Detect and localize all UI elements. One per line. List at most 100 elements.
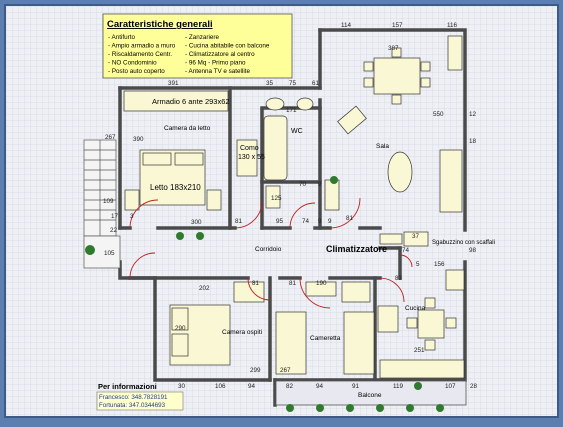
dimension: 70 [299, 181, 307, 188]
single-bed [343, 311, 375, 375]
legend-item: - Posto auto coperto [108, 68, 165, 75]
chair [406, 317, 418, 329]
wardrobe [123, 90, 229, 112]
plant-icon [436, 404, 444, 412]
chair [424, 297, 436, 309]
room-label-sala: Sala [376, 143, 389, 150]
dimension: 61 [312, 80, 320, 87]
plant-icon [85, 245, 95, 255]
dimension: 171 [286, 107, 297, 114]
dimension: 94 [316, 383, 324, 390]
nightstand [206, 189, 222, 211]
dimension: 202 [199, 285, 210, 292]
dimension: 105 [104, 250, 115, 257]
furniture [123, 35, 465, 379]
dimension: 83 [395, 275, 403, 282]
dimension: 81 [346, 215, 354, 222]
dimension: 98 [469, 247, 477, 254]
legend-item: - Riscaldamento Centr. [108, 51, 172, 58]
toilet [296, 97, 314, 111]
plants [85, 176, 444, 412]
chair [420, 77, 431, 88]
dimension: 119 [393, 383, 404, 390]
dimension-labels: 114 157 116 387 35 75 61 391 171 550 12 … [103, 22, 478, 390]
dimension: 109 [103, 198, 114, 205]
paper-border [4, 4, 559, 418]
dimension: 299 [250, 367, 261, 374]
plant-icon [316, 404, 324, 412]
climatizzatore-unit [379, 233, 403, 245]
dimension: 74 [402, 247, 410, 254]
chair [363, 77, 374, 88]
plant-icon [414, 382, 422, 390]
sofa [439, 149, 463, 213]
dimension: 17 [111, 213, 119, 220]
dimension: 9 [318, 181, 322, 188]
dimension: 75 [289, 80, 297, 87]
chair [363, 61, 374, 72]
pillow [171, 307, 189, 331]
dimension: 157 [392, 22, 403, 29]
dimension: 391 [168, 80, 179, 87]
plant-icon [346, 404, 354, 412]
contact-line: Francesco: 348.7828191 [99, 394, 168, 401]
single-bed [275, 311, 307, 375]
dimension: 94 [248, 383, 256, 390]
doors [129, 197, 413, 309]
kitchen-table [417, 309, 445, 339]
chair [420, 61, 431, 72]
plant-icon [376, 404, 384, 412]
desk [233, 281, 265, 303]
dimension: 81 [235, 218, 243, 225]
chair [391, 47, 402, 58]
pillow [171, 333, 189, 357]
dimension: 156 [434, 261, 445, 268]
tv-stand [324, 179, 340, 211]
legend-item: - Climatizzatore al centro [185, 51, 255, 58]
legend-item: - Antifurto [108, 34, 135, 41]
plant-icon [286, 404, 294, 412]
stove [377, 305, 399, 333]
wardrobe-label: Armadio 6 ante 293x62 [152, 97, 230, 106]
room-label-corridoio: Corridoio [255, 246, 282, 253]
dimension: 91 [352, 383, 360, 390]
sideboard [447, 35, 463, 71]
plant-icon [330, 176, 338, 184]
balcony [275, 380, 467, 406]
room-label-sgabuzzino: Sgabuzzino con scaffali [432, 240, 495, 246]
room-label-camera-ospiti: Camera ospiti [222, 329, 262, 336]
dimension: 106 [215, 383, 226, 390]
plant-icon [176, 232, 184, 240]
dimension: 9 [318, 218, 322, 225]
legend-item: - NO Condominio [108, 60, 157, 67]
chair [391, 94, 402, 105]
chair [424, 339, 436, 351]
dimension: 5 [416, 261, 420, 268]
room-label-cucina: Cucina [405, 305, 426, 312]
dimension: 251 [414, 347, 425, 354]
plant-icon [196, 232, 204, 240]
dimension: 114 [341, 22, 352, 29]
desk [341, 281, 371, 303]
bathtub [263, 115, 288, 181]
dimension: 30 [178, 383, 186, 390]
plant-icon [406, 404, 414, 412]
kitchen-counter [379, 359, 465, 379]
dining-table [373, 57, 421, 95]
climatizzatore-label: Climatizzatore [326, 244, 387, 254]
dimension: 18 [469, 138, 477, 145]
balcony-label: Balcone [358, 392, 382, 399]
dimension: 267 [280, 367, 291, 374]
dimension: 107 [445, 383, 456, 390]
dresser-label: Como [240, 145, 259, 152]
coffee-table [387, 151, 413, 193]
fridge [445, 269, 465, 291]
room-label-cameretta: Cameretta [310, 335, 341, 342]
legend-title: Caratteristiche generali [107, 19, 213, 30]
dimension: 9 [328, 218, 332, 225]
dimension: 74 [302, 218, 310, 225]
dimension: 95 [276, 218, 284, 225]
dimension: 12 [469, 111, 477, 118]
